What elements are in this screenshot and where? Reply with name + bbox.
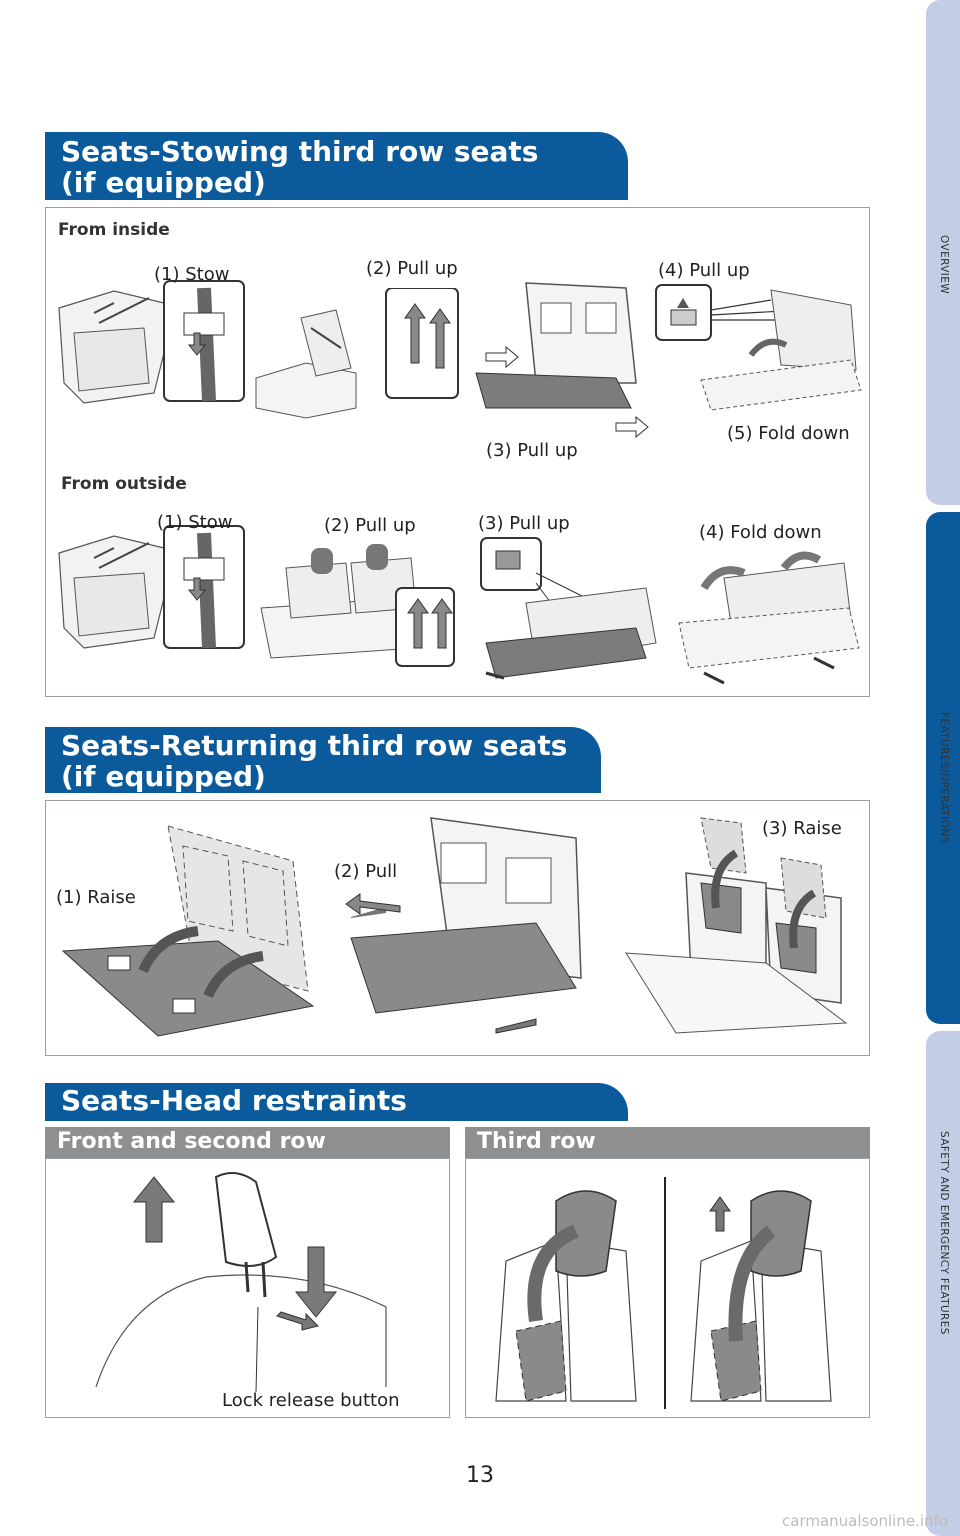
side-tab-label: FEATURES/OPERATIONS	[938, 712, 950, 844]
stow-inside-illustration-4	[655, 284, 862, 411]
outside-step-4: (4) Fold down	[699, 522, 822, 543]
stow-inside-illustration-3	[475, 282, 649, 438]
stow-inside-illustration-1	[58, 280, 245, 404]
outside-step-3: (3) Pull up	[478, 513, 570, 534]
third-row-panel	[465, 1158, 870, 1418]
return-illustration-1	[61, 825, 315, 1037]
head-restraints-title: Seats-Head restraints	[61, 1084, 407, 1117]
third-row-subheader: Third row	[465, 1127, 870, 1158]
stow-outside-illustration-3	[480, 537, 657, 680]
inside-step-2: (2) Pull up	[366, 258, 458, 279]
from-inside-heading: From inside	[58, 220, 170, 240]
return-illustration-2	[345, 817, 582, 1034]
head-restraints-banner: Seats-Head restraints	[45, 1083, 628, 1121]
stow-outside-illustration-4	[678, 551, 860, 685]
stowing-banner: Seats-Stowing third row seats (if equipp…	[45, 132, 628, 200]
page-number: 13	[466, 1463, 494, 1488]
stowing-panel: From inside (1) Stow (2) Pull up (3) Pul…	[45, 207, 870, 697]
stow-outside-illustration-2	[260, 544, 455, 667]
outside-step-2: (2) Pull up	[324, 515, 416, 536]
return-illustration-3	[625, 817, 848, 1034]
watermark: carmanualsonline.info	[782, 1512, 948, 1530]
side-tab-label: OVERVIEW	[938, 235, 950, 295]
side-tab-features[interactable]: FEATURES/OPERATIONS	[926, 512, 960, 1024]
stow-outside-illustration-1	[58, 525, 245, 649]
front-headrest-illustration	[95, 1172, 387, 1393]
front-row-subheader: Front and second row	[45, 1127, 450, 1158]
front-row-panel: Lock release button	[45, 1158, 450, 1418]
inside-step-1: (1) Stow	[154, 264, 230, 285]
side-tab-label: SAFETY AND EMERGENCY FEATURES	[938, 1131, 950, 1335]
outside-step-1: (1) Stow	[157, 512, 233, 533]
third-headrest-illustration-2	[690, 1190, 832, 1402]
side-tab-safety[interactable]: SAFETY AND EMERGENCY FEATURES	[926, 1031, 960, 1536]
stowing-title: Seats-Stowing third row seats	[61, 135, 539, 168]
from-outside-heading: From outside	[61, 474, 187, 494]
third-headrest-illustration-1	[495, 1190, 637, 1402]
returning-title: Seats-Returning third row seats	[61, 729, 568, 762]
returning-banner: Seats-Returning third row seats (if equi…	[45, 727, 601, 793]
stow-inside-illustration-2	[255, 288, 459, 419]
third-row-divider	[664, 1177, 666, 1409]
side-tab-overview[interactable]: OVERVIEW	[926, 0, 960, 505]
inside-step-5: (5) Fold down	[727, 423, 850, 444]
returning-panel: (1) Raise (2) Pull (3) Raise	[45, 800, 870, 1056]
inside-step-3: (3) Pull up	[486, 440, 578, 461]
return-step-2: (2) Pull	[334, 861, 398, 882]
inside-step-4: (4) Pull up	[658, 260, 750, 281]
return-step-3: (3) Raise	[762, 818, 842, 839]
returning-subtitle: (if equipped)	[61, 760, 266, 793]
return-step-1: (1) Raise	[56, 887, 136, 908]
stowing-subtitle: (if equipped)	[61, 166, 266, 199]
lock-release-label: Lock release button	[222, 1390, 400, 1411]
